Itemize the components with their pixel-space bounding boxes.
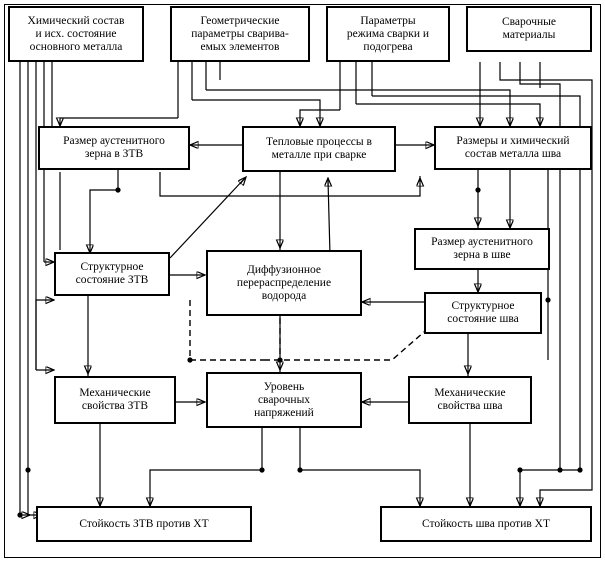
node-label: Размер аустенитного зерна в шве [431, 236, 533, 261]
node-label: Геометрические параметры сварива- емых э… [191, 14, 289, 53]
node-label: Механические свойства шва [434, 387, 506, 412]
node-label: Диффузионное перераспределение водорода [236, 263, 332, 302]
node-label: Параметры режима сварки и подогрева [346, 14, 430, 53]
node-geometric-parameters[interactable]: Геометрические параметры сварива- емых э… [170, 6, 310, 62]
node-label: Размеры и химический состав металла шва [456, 135, 570, 160]
node-welding-materials[interactable]: Сварочные материалы [466, 6, 592, 52]
node-chemical-composition[interactable]: Химический состав и исх. состояние основ… [8, 6, 144, 62]
node-label: Тепловые процессы в металле при сварке [266, 136, 372, 161]
node-welding-mode-parameters[interactable]: Параметры режима сварки и подогрева [326, 6, 450, 62]
node-mechanical-properties-weld[interactable]: Механические свойства шва [408, 376, 532, 424]
node-haz-resistance[interactable]: Стойкость ЗТВ против ХТ [36, 506, 252, 542]
node-label: Стойкость ЗТВ против ХТ [79, 517, 209, 530]
node-welding-stress-level[interactable]: Уровень сварочных напряжений [206, 372, 362, 428]
node-label: Механические свойства ЗТВ [79, 387, 151, 412]
node-label: Химический состав и исх. состояние основ… [27, 14, 125, 53]
node-label: Структурное состояние шва [447, 300, 519, 325]
node-structural-state-weld[interactable]: Структурное состояние шва [424, 292, 542, 334]
node-hydrogen-redistribution[interactable]: Диффузионное перераспределение водорода [206, 250, 362, 316]
node-label: Уровень сварочных напряжений [254, 380, 314, 419]
node-label: Сварочные материалы [501, 16, 557, 41]
node-weld-metal-size-composition[interactable]: Размеры и химический состав металла шва [434, 126, 592, 170]
node-label: Стойкость шва против ХТ [421, 517, 551, 530]
node-austenite-grain-weld[interactable]: Размер аустенитного зерна в шве [414, 228, 550, 270]
node-austenite-grain-haz[interactable]: Размер аустенитного зерна в ЗТВ [38, 126, 190, 170]
node-mechanical-properties-haz[interactable]: Механические свойства ЗТВ [54, 376, 176, 424]
node-label: Структурное состояние ЗТВ [75, 261, 149, 286]
diagram-outer-frame [4, 4, 601, 558]
node-thermal-processes[interactable]: Тепловые процессы в металле при сварке [242, 126, 396, 172]
node-label: Размер аустенитного зерна в ЗТВ [63, 135, 165, 160]
node-weld-resistance[interactable]: Стойкость шва против ХТ [380, 506, 592, 542]
node-structural-state-haz[interactable]: Структурное состояние ЗТВ [54, 252, 170, 296]
